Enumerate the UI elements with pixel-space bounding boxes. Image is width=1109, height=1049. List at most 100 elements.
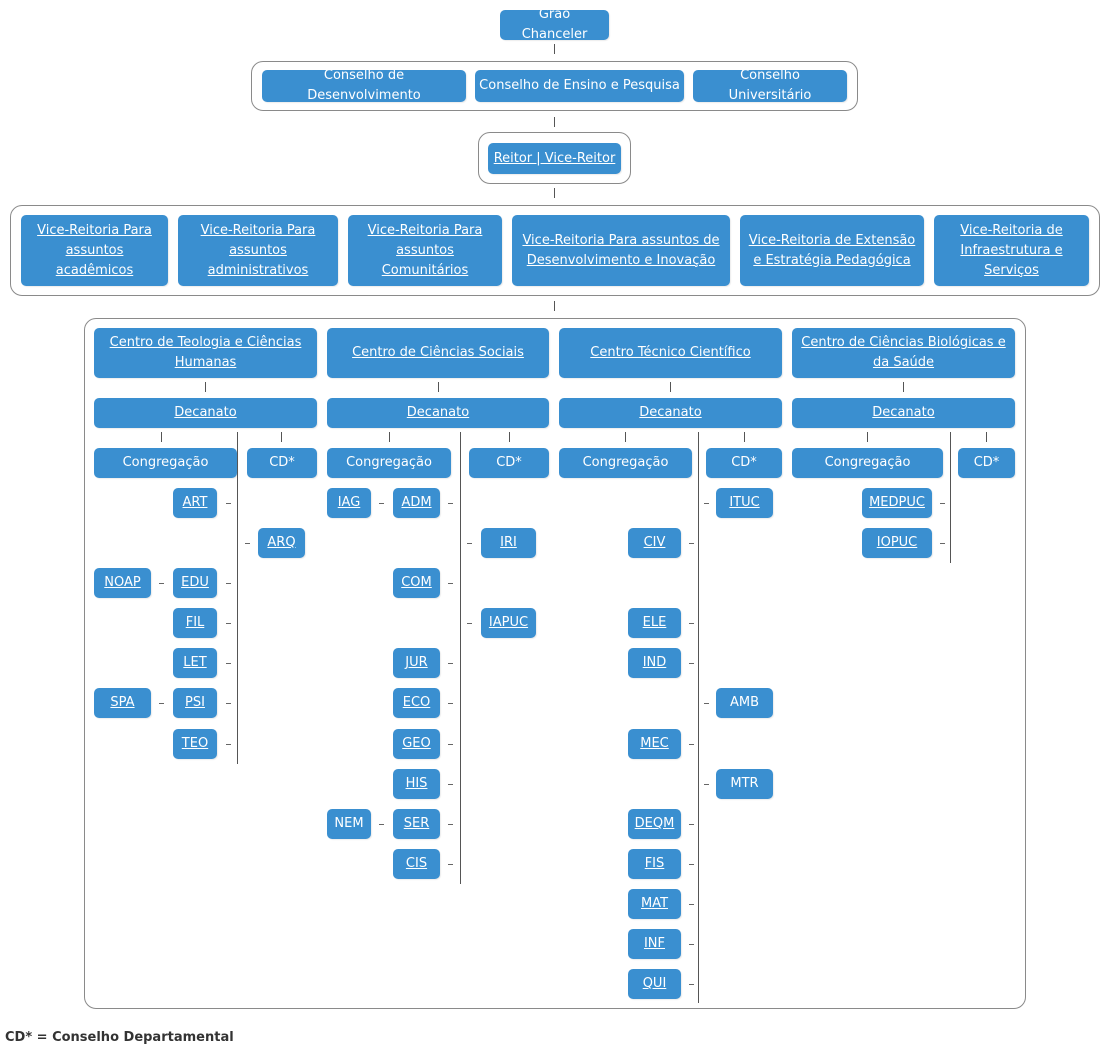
connector (205, 382, 206, 392)
connector (625, 432, 626, 442)
dept-inf[interactable]: INF (628, 929, 681, 959)
dept-psi[interactable]: PSI (173, 688, 217, 718)
council-development: Conselho de Desenvolvimento (262, 68, 466, 103)
dash (704, 784, 709, 785)
dash (704, 503, 709, 504)
dash (689, 824, 694, 825)
connector (281, 432, 282, 442)
dept-iopuc[interactable]: IOPUC (862, 528, 932, 558)
vice-rectorate-extension[interactable]: Vice-Reitoria de Extensão e Estratégia P… (740, 215, 924, 286)
dash (689, 904, 694, 905)
dash (245, 543, 250, 544)
dash (940, 503, 945, 504)
congregation-ctc: Congregação (559, 448, 692, 478)
cd-ctch: CD* (247, 448, 317, 478)
dash (689, 864, 694, 865)
dept-civ[interactable]: CIV (628, 528, 681, 558)
dash (448, 784, 453, 785)
unit-spa[interactable]: SPA (94, 688, 151, 718)
dept-his[interactable]: HIS (393, 769, 440, 799)
dept-ele[interactable]: ELE (628, 608, 681, 638)
unit-iapuc[interactable]: IAPUC (481, 608, 536, 638)
connector (438, 382, 439, 392)
dept-deqm[interactable]: DEQM (628, 809, 681, 839)
dash (467, 543, 472, 544)
unit-ituc[interactable]: ITUC (716, 488, 773, 518)
unit-iag[interactable]: IAG (327, 488, 371, 518)
divider (237, 432, 238, 764)
dept-fis[interactable]: FIS (628, 849, 681, 879)
chancellor-box: Grão Chanceler (500, 7, 609, 42)
connector (554, 301, 555, 311)
vice-rectorate-infrastructure[interactable]: Vice-Reitoria de Infraestrutura e Serviç… (934, 215, 1089, 286)
unit-mtr: MTR (716, 769, 773, 799)
councils-frame (251, 61, 858, 111)
dept-eco[interactable]: ECO (393, 688, 440, 718)
dash (226, 744, 231, 745)
dept-mat[interactable]: MAT (628, 889, 681, 919)
dept-let[interactable]: LET (173, 648, 217, 678)
dept-ind[interactable]: IND (628, 648, 681, 678)
unit-arq[interactable]: ARQ (258, 528, 305, 558)
center-ccs[interactable]: Centro de Ciências Sociais (327, 328, 549, 378)
congregation-ctch: Congregação (94, 448, 237, 478)
connector (509, 432, 510, 442)
connector (670, 382, 671, 392)
dean-ccbs[interactable]: Decanato (792, 398, 1015, 428)
dept-art[interactable]: ART (173, 488, 217, 518)
dept-fil[interactable]: FIL (173, 608, 217, 638)
dash (226, 663, 231, 664)
dept-adm[interactable]: ADM (393, 488, 440, 518)
dash (689, 984, 694, 985)
dash (448, 824, 453, 825)
unit-nem: NEM (327, 809, 371, 839)
center-ctch[interactable]: Centro de Teologia e Ciências Humanas (94, 328, 317, 378)
dept-jur[interactable]: JUR (393, 648, 440, 678)
centers-frame (84, 318, 1026, 1009)
dean-ccs[interactable]: Decanato (327, 398, 549, 428)
dash (159, 703, 164, 704)
dash (448, 864, 453, 865)
dash (689, 744, 694, 745)
vice-rectorate-administrative[interactable]: Vice-Reitoria Para assuntos administrati… (178, 215, 338, 286)
unit-noap[interactable]: NOAP (94, 568, 151, 598)
vice-rectorate-community[interactable]: Vice-Reitoria Para assuntos Comunitários (348, 215, 502, 286)
dash (226, 503, 231, 504)
vice-rectorate-development-innovation[interactable]: Vice-Reitoria Para assuntos de Desenvolv… (512, 215, 730, 286)
rector-link[interactable]: Reitor | Vice-Reitor (488, 143, 621, 174)
connector (867, 432, 868, 442)
footnote: CD* = Conselho Departamental (5, 1030, 234, 1045)
dash (689, 663, 694, 664)
council-university: Conselho Universitário (693, 68, 847, 103)
vice-rectorate-academic[interactable]: Vice-Reitoria Para assuntos acadêmicos (21, 215, 168, 286)
connector (161, 432, 162, 442)
dean-ctc[interactable]: Decanato (559, 398, 782, 428)
cd-ccs: CD* (469, 448, 549, 478)
connector (554, 117, 555, 127)
dept-geo[interactable]: GEO (393, 729, 440, 759)
connector (554, 44, 555, 54)
vice-rectorates-frame (10, 205, 1100, 296)
congregation-ccs: Congregação (327, 448, 451, 478)
dept-teo[interactable]: TEO (173, 729, 217, 759)
dept-edu[interactable]: EDU (173, 568, 217, 598)
connector (903, 382, 904, 392)
center-ctc[interactable]: Centro Técnico Científico (559, 328, 782, 378)
unit-iri[interactable]: IRI (481, 528, 536, 558)
dept-medpuc[interactable]: MEDPUC (862, 488, 932, 518)
dept-com[interactable]: COM (393, 568, 440, 598)
dept-cis[interactable]: CIS (393, 849, 440, 879)
divider (950, 432, 951, 563)
cd-ctc: CD* (706, 448, 782, 478)
congregation-ccbs: Congregação (792, 448, 943, 478)
cd-ccbs: CD* (958, 448, 1015, 478)
dept-ser[interactable]: SER (393, 809, 440, 839)
dept-qui[interactable]: QUI (628, 969, 681, 999)
dash (704, 703, 709, 704)
dash (159, 583, 164, 584)
divider (460, 432, 461, 884)
dean-ctch[interactable]: Decanato (94, 398, 317, 428)
dept-mec[interactable]: MEC (628, 729, 681, 759)
center-ccbs[interactable]: Centro de Ciências Biológicas e da Saúde (792, 328, 1015, 378)
connector (744, 432, 745, 442)
